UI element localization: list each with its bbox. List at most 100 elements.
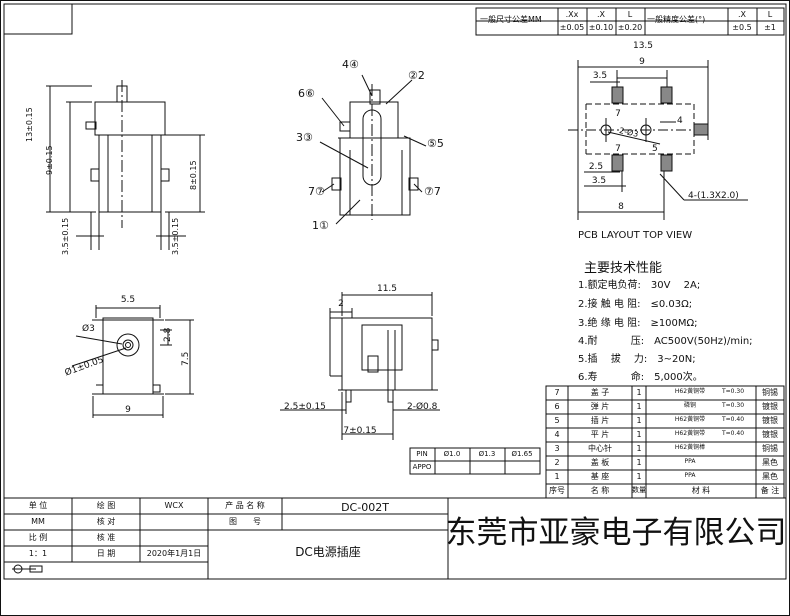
- dim-label: 4: [677, 116, 683, 126]
- dim-label: 2.8: [163, 327, 173, 342]
- title-label: 日 期: [96, 549, 116, 558]
- callout: 7⑦: [308, 185, 325, 198]
- dim-header: L: [627, 10, 633, 19]
- spec-item: 5.插 拔 力: 3~20N;: [578, 354, 696, 365]
- tolerance-table: [475, 7, 785, 36]
- bom-cell: H62黄铜带: [674, 388, 706, 395]
- spec-item: 4.耐 压: AC500V(50Hz)/min;: [578, 336, 753, 347]
- bom-cell: 基 座: [590, 472, 610, 481]
- bom-cell: T=0.40: [721, 430, 745, 437]
- dim-label: 13±0.15: [25, 107, 34, 142]
- bom-cell: 5: [554, 416, 560, 425]
- product-name: DC-002T: [341, 501, 389, 514]
- bom-cell: 中心针: [588, 444, 612, 453]
- bom-cell: 镀银: [762, 430, 778, 439]
- title-label: MM: [31, 517, 45, 526]
- bom-cell: 磷铜: [683, 402, 697, 409]
- angle-value: ±0.5: [732, 23, 752, 32]
- dim-label: Ø3: [82, 324, 95, 334]
- title-label: 核 准: [96, 533, 116, 542]
- bom-cell: 4: [554, 430, 560, 439]
- callout: 4④: [342, 58, 359, 71]
- title-block: [4, 497, 786, 579]
- pcb-pads: [611, 86, 709, 172]
- bom-cell: 7: [554, 388, 560, 397]
- company-name: 东莞市亚豪电子有限公司: [445, 515, 787, 551]
- callout: ②2: [408, 69, 425, 82]
- dim-label: 9: [125, 405, 131, 415]
- dim-label: 9±0.15: [45, 145, 54, 175]
- dim-label: 3.5: [592, 71, 608, 81]
- bom-cell: 铜锡: [762, 388, 778, 397]
- bom-cell: 插 片: [590, 416, 610, 425]
- spec-item: 3.绝 缘 电 阻: ≥100MΩ;: [578, 318, 698, 329]
- dim-label: 3.5±0.15: [61, 217, 70, 255]
- dim-label: 2: [338, 299, 344, 309]
- bom-table: [545, 385, 785, 499]
- title-label: 核 对: [96, 517, 116, 526]
- bottom-view-drawing: [71, 305, 194, 418]
- dim-value: ±0.10: [588, 23, 614, 32]
- angle-header: .X: [737, 10, 747, 19]
- bom-cell: 1: [636, 430, 642, 439]
- bom-cell: 3: [554, 444, 560, 453]
- bom-cell: 1: [636, 416, 642, 425]
- bom-cell: T=0.30: [721, 402, 745, 409]
- drawer-name: WCX: [164, 501, 184, 510]
- front-view-drawing: [46, 80, 205, 250]
- bom-cell: 镀银: [762, 416, 778, 425]
- general-angle-label: 一般精度公差(°): [647, 15, 706, 24]
- angle-header: L: [767, 10, 773, 19]
- callout: ⑤5: [427, 137, 444, 150]
- dim-label: 7: [615, 109, 621, 119]
- callout: ⑦7: [424, 185, 441, 198]
- dim-label: 5.5: [120, 295, 136, 305]
- bom-cell: 铜锡: [762, 444, 778, 453]
- dim-header: .Xx: [565, 10, 579, 19]
- dim-label: 7.5: [181, 351, 191, 366]
- title-label: 绘 图: [96, 501, 116, 510]
- title-label: 比 例: [28, 533, 48, 542]
- bom-cell: T=0.40: [721, 416, 745, 423]
- bom-cell: 盖 板: [590, 458, 610, 467]
- bom-cell: 1: [554, 472, 560, 481]
- dim-value: ±0.20: [617, 23, 643, 32]
- dim-label: 8±0.15: [189, 160, 198, 190]
- bom-cell: PPA: [684, 472, 696, 479]
- pcb-layout-drawing: [568, 60, 748, 220]
- dim-label: 13.5: [632, 41, 654, 51]
- dim-label: 11.5: [376, 284, 398, 294]
- bom-cell: 弹 片: [590, 402, 610, 411]
- product-name-label: 产 品 名 称: [225, 501, 265, 510]
- product-description: DC电源插座: [295, 545, 361, 559]
- bom-cell: 1: [636, 458, 642, 467]
- spec-item: 1.额定电负荷: 30V 2A;: [578, 280, 701, 291]
- spec-item: 6.寿 命: 5,000次。: [578, 372, 703, 383]
- bom-header: 备 注: [760, 486, 780, 495]
- dim-label: 7±0.15: [343, 426, 377, 436]
- bom-cell: H62黄铜带: [674, 430, 706, 437]
- dim-label: 2.5±0.15: [284, 402, 326, 412]
- pin-cell: Ø1.65: [511, 450, 533, 458]
- bom-cell: PPA: [684, 458, 696, 465]
- bom-cell: 1: [636, 472, 642, 481]
- dim-label: 5: [652, 144, 658, 154]
- spec-item: 2.接 触 电 阻: ≤0.03Ω;: [578, 299, 693, 310]
- title-label: 单 位: [28, 501, 48, 510]
- drawing-frame: [3, 3, 787, 580]
- dim-label: 2.5: [588, 162, 604, 172]
- bom-cell: H62黄铜棒: [674, 444, 706, 451]
- bom-cell: T=0.30: [721, 388, 745, 395]
- general-dim-label: 一般尺寸公差MM: [480, 15, 542, 24]
- bom-header: 名 称: [590, 486, 610, 495]
- dim-value: ±0.05: [559, 23, 585, 32]
- dim-label: 4-(1.3X2.0): [688, 191, 739, 201]
- pin-cell: Ø1.0: [443, 450, 461, 458]
- bom-cell: 平 片: [590, 430, 610, 439]
- drawing-no-label: 图 号: [229, 517, 261, 526]
- pin-cell: Ø1.3: [478, 450, 496, 458]
- pin-cell: APPO: [412, 463, 432, 471]
- dim-label: 3.5±0.15: [171, 217, 180, 255]
